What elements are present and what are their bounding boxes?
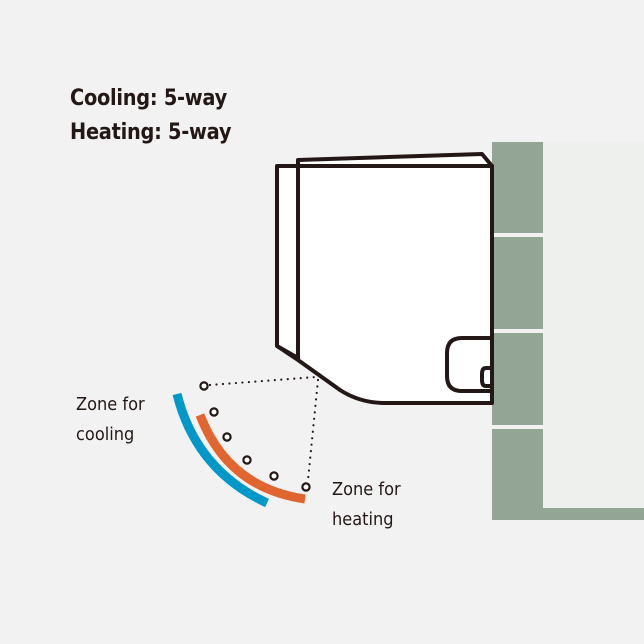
- airflow-dot-1: [199, 381, 209, 391]
- heating-zone-label-line-1: Zone for: [332, 479, 401, 500]
- cooling-zone-label: Zone for cooling: [76, 390, 145, 450]
- unit-body: [296, 164, 494, 405]
- airflow-dot-5: [269, 471, 279, 481]
- cooling-zone-label-line-1: Zone for: [76, 394, 145, 415]
- cooling-direction-title: Cooling: 5-way: [70, 86, 227, 111]
- airflow-dot-3: [222, 432, 232, 442]
- cooling-zone-label-line-2: cooling: [76, 424, 135, 445]
- airflow-dot-2: [209, 407, 219, 417]
- wall: [492, 142, 644, 520]
- heating-zone-arc: [195, 413, 306, 504]
- heating-direction-title: Heating: 5-way: [70, 120, 232, 145]
- indoor-unit: [275, 152, 494, 405]
- unit-side-bracket: [445, 336, 492, 393]
- airflow-dot-6: [301, 482, 311, 492]
- airflow-range-guides: [208, 375, 320, 482]
- airflow-positions: [199, 381, 311, 492]
- heating-zone-label: Zone for heating: [332, 475, 401, 535]
- cooling-zone-arc: [172, 392, 269, 508]
- unit-front-panel: [275, 164, 300, 360]
- heating-zone-label-line-2: heating: [332, 509, 394, 530]
- airflow-dot-4: [242, 455, 252, 465]
